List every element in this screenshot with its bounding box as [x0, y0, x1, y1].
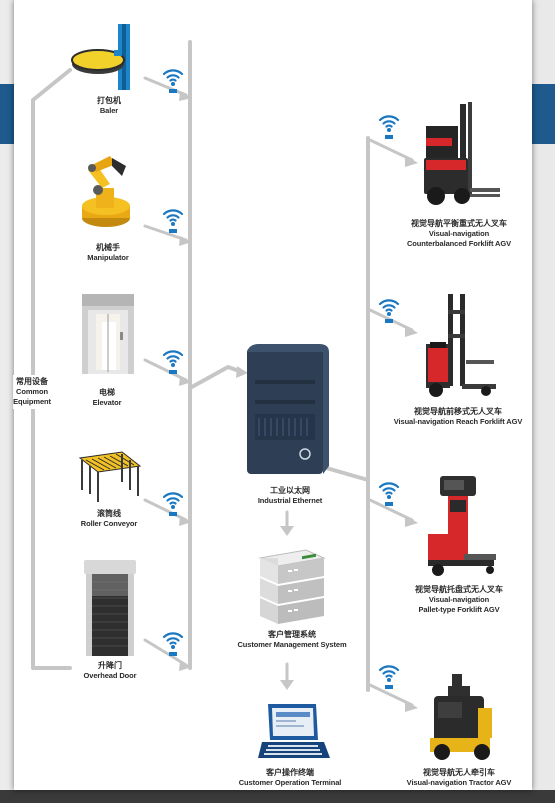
wifi-icon — [162, 632, 184, 656]
backdrop-left — [0, 0, 14, 803]
roller-conveyor-icon — [78, 451, 142, 502]
backdrop-bottom — [0, 790, 555, 803]
backdrop-right — [532, 0, 555, 803]
pallet-forklift-icon — [428, 476, 496, 576]
server-icon — [247, 344, 329, 474]
baler-icon — [71, 24, 130, 90]
wifi-icon — [378, 482, 400, 506]
management-system-icon — [258, 549, 326, 624]
backdrop-band-left — [0, 84, 14, 144]
overhead-door-icon — [84, 560, 136, 656]
reach-forklift-icon — [426, 294, 496, 397]
wifi-icon — [162, 69, 184, 93]
wifi-icon — [162, 209, 184, 233]
wifi-icon — [162, 492, 184, 516]
tractor-agv-icon — [430, 674, 492, 760]
laptop-icon — [258, 704, 330, 758]
wifi-icon — [378, 115, 400, 139]
elevator-icon — [82, 294, 134, 374]
wifi-icon — [378, 299, 400, 323]
wifi-icon — [378, 665, 400, 689]
counterbalanced-forklift-icon — [424, 102, 500, 205]
wifi-icon — [162, 350, 184, 374]
backdrop-band-right — [532, 84, 555, 144]
manipulator-icon — [82, 156, 130, 227]
